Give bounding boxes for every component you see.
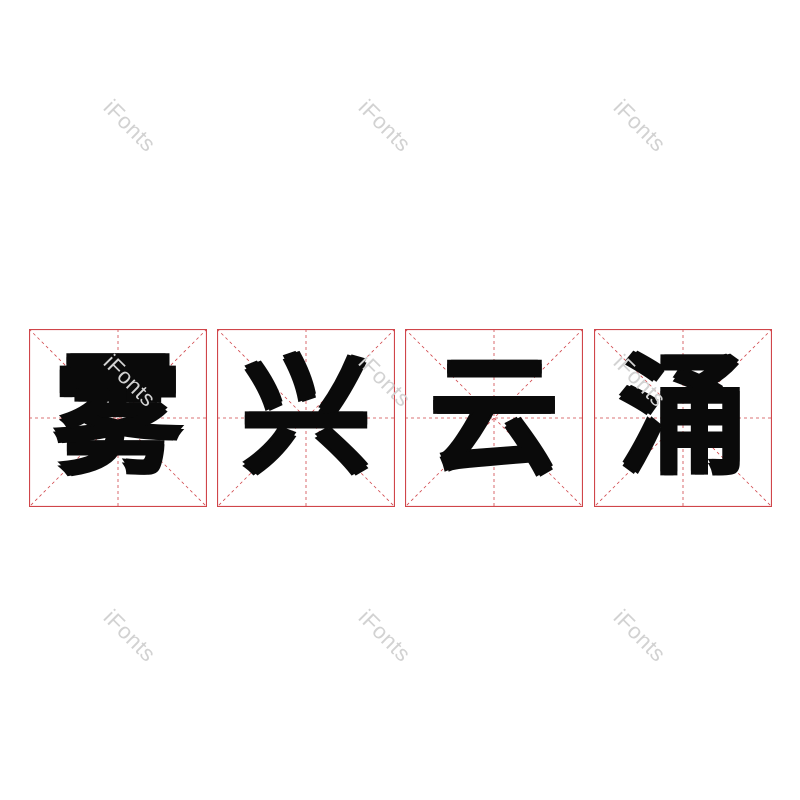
tianzige-grid [405,329,583,507]
character-tile-3: 云 [405,329,583,507]
watermark-text: iFonts [98,94,161,157]
tianzige-grid [594,329,772,507]
tianzige-grid [217,329,395,507]
calligraphy-character: 涌 [618,343,747,492]
character-tile-1: 雾 [29,329,207,507]
calligraphy-character: 兴 [241,343,370,492]
watermark-text: iFonts [353,94,416,157]
watermark-text: iFonts [98,604,161,667]
calligraphy-character: 雾 [53,343,182,492]
calligraphy-character: 云 [429,343,558,492]
tianzige-grid [29,329,207,507]
watermark-text: iFonts [608,94,671,157]
watermark-text: iFonts [608,604,671,667]
watermark-text: iFonts [353,604,416,667]
character-tile-2: 兴 [217,329,395,507]
character-tile-4: 涌 [594,329,772,507]
